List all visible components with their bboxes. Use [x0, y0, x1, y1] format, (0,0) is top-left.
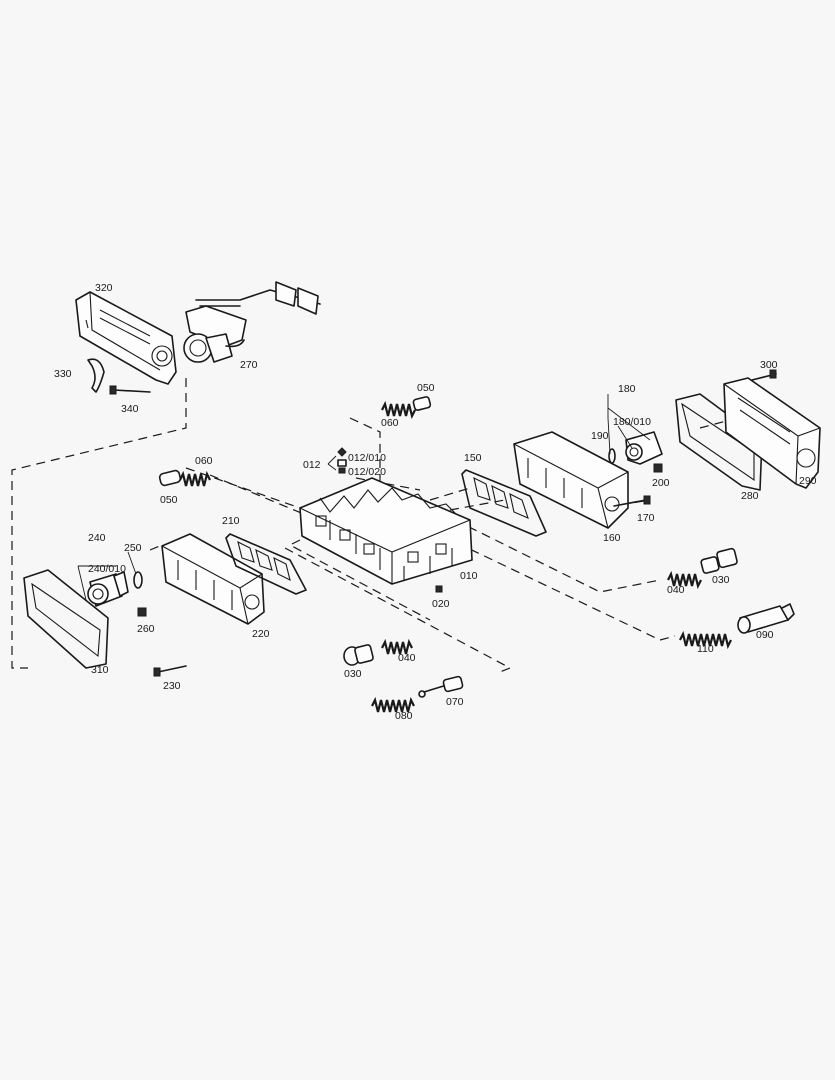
label-170: 170	[637, 512, 655, 524]
label-090: 090	[756, 629, 774, 641]
label-040-left: 040	[398, 652, 416, 664]
housing-160	[513, 431, 629, 529]
label-180: 180	[618, 383, 636, 395]
label-240: 240	[88, 532, 106, 544]
spring-110	[679, 630, 732, 650]
label-012-010: 012/010	[348, 452, 386, 464]
gasket-210	[225, 533, 307, 595]
piston-070	[418, 675, 464, 698]
spring-060-left	[179, 470, 211, 487]
plug-030-left	[343, 644, 374, 666]
valve-body-010	[299, 477, 473, 585]
label-210: 210	[222, 515, 240, 527]
label-150: 150	[464, 452, 482, 464]
o-ring-190	[608, 448, 616, 464]
bolt-300	[751, 369, 777, 381]
label-020: 020	[432, 598, 450, 610]
label-290: 290	[799, 475, 817, 487]
spring-080	[371, 696, 415, 713]
bolt-340	[109, 385, 151, 395]
label-060-top: 060	[381, 417, 399, 429]
label-270: 270	[240, 359, 258, 371]
gasket-310	[23, 569, 109, 669]
housing-220	[161, 533, 265, 625]
cover-320	[75, 291, 177, 385]
label-030-left: 030	[344, 668, 362, 680]
o-ring-250	[133, 571, 143, 589]
label-110: 110	[697, 643, 714, 655]
label-200: 200	[652, 477, 670, 489]
label-050-top: 050	[417, 382, 435, 394]
gasket-150	[461, 469, 547, 537]
label-060-left: 060	[195, 455, 213, 467]
harness-270	[183, 281, 321, 363]
label-160: 160	[603, 532, 621, 544]
part-labels: 320 330 340 270 050 060 012 012/010 012/…	[54, 282, 817, 722]
label-070: 070	[446, 696, 464, 708]
valve-180	[625, 431, 663, 465]
label-040-right: 040	[667, 584, 685, 596]
screw-200	[653, 463, 663, 473]
label-240-010: 240/010	[88, 563, 126, 575]
label-080: 080	[395, 710, 413, 722]
label-190: 190	[591, 430, 609, 442]
spring-040-left	[381, 638, 413, 655]
plug-020	[435, 585, 443, 593]
screw-260	[137, 607, 147, 617]
label-300: 300	[760, 359, 778, 371]
label-012-020: 012/020	[348, 466, 386, 478]
label-280: 280	[741, 490, 759, 502]
gasket-280	[675, 393, 763, 491]
label-230: 230	[163, 680, 181, 692]
label-330: 330	[54, 368, 72, 380]
label-180-010: 180/010	[613, 416, 651, 428]
label-030-right: 030	[712, 574, 730, 586]
label-340: 340	[121, 403, 139, 415]
label-220: 220	[252, 628, 270, 640]
valve-012	[337, 447, 347, 474]
cover-290	[723, 377, 821, 489]
label-010: 010	[460, 570, 478, 582]
piston-090	[737, 603, 795, 634]
bolt-170	[613, 495, 651, 507]
plug-050-left	[158, 469, 182, 487]
spring-060-top	[381, 400, 416, 420]
label-320: 320	[95, 282, 113, 294]
spring-040-right	[667, 570, 702, 590]
solenoid-valve-240	[87, 571, 129, 607]
label-012: 012	[303, 459, 321, 471]
label-260: 260	[137, 623, 155, 635]
bracket-330	[87, 358, 105, 393]
label-050-left: 050	[160, 494, 178, 506]
plug-050-top	[412, 396, 432, 411]
leader-lines	[77, 394, 651, 601]
plug-030-right	[700, 547, 738, 574]
label-310: 310	[91, 664, 109, 676]
bolt-230	[153, 665, 187, 677]
label-250: 250	[124, 542, 142, 554]
